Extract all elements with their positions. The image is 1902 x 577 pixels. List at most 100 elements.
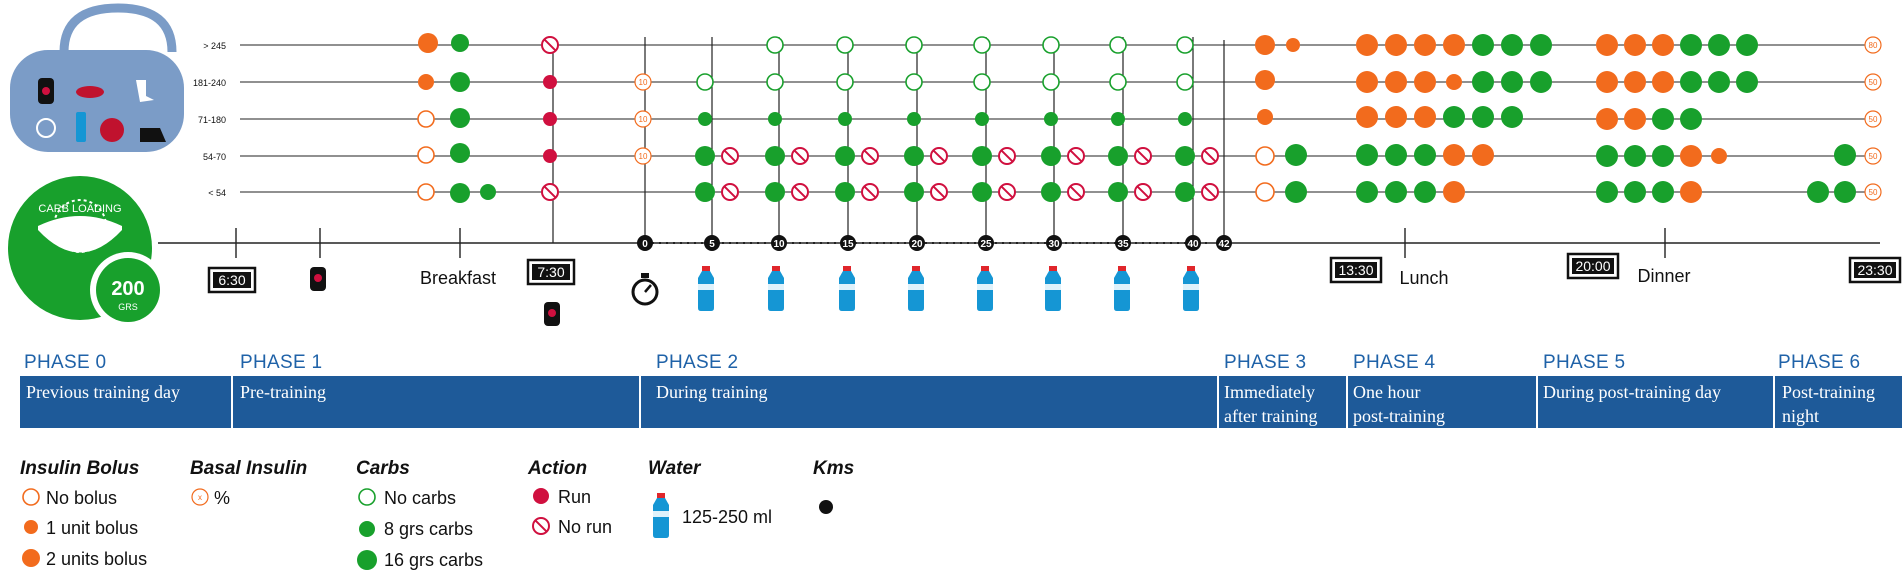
insulin-dot [1414, 71, 1436, 93]
phase-1-bar [233, 376, 639, 428]
bag-icon [10, 50, 184, 152]
carb-dot [1175, 182, 1195, 202]
no-run-icon-slash [1203, 149, 1217, 163]
no-run-icon-slash [1136, 185, 1150, 199]
insulin-dot [1443, 144, 1465, 166]
carb-dot [1108, 146, 1128, 166]
legend-basal-icon-value: x [198, 493, 202, 502]
km-label: 40 [1187, 239, 1199, 250]
carb-dot [1680, 34, 1702, 56]
carb-dot [451, 34, 469, 52]
socks-icon [136, 80, 154, 102]
insulin-dot [1711, 148, 1727, 164]
bag-bottle-icon [76, 112, 86, 142]
no-run-icon-slash [723, 149, 737, 163]
legend-water-bottle-icon [653, 498, 669, 538]
basal-icon-value: 80 [1869, 41, 1878, 50]
basal-icon [1864, 73, 1882, 91]
water-bottle-icon-cap [912, 266, 920, 271]
no-run-icon-slash [1203, 185, 1217, 199]
legend-kms-icon [819, 500, 833, 514]
carb-dot [1834, 144, 1856, 166]
carb-dot [450, 108, 470, 128]
water-bottle-icon-cap [843, 266, 851, 271]
carb-dot [1044, 112, 1058, 126]
no-run-icon-slash [723, 185, 737, 199]
no-run-icon-slash [1069, 149, 1083, 163]
insulin-dot [1385, 71, 1407, 93]
carb-dot [1596, 145, 1618, 167]
insulin-dot [1255, 70, 1275, 90]
carb-dot [1472, 106, 1494, 128]
legend-water-amount: 125-250 ml [682, 507, 773, 527]
insulin-dot [1356, 34, 1378, 56]
legend-no-run: No run [558, 517, 613, 537]
no-run-icon-slash [932, 185, 946, 199]
km-label: 0 [642, 239, 648, 250]
no-run-icon-slash [1000, 185, 1014, 199]
km-marker [978, 235, 994, 251]
carb-dot [972, 182, 992, 202]
water-bottle-icon-label [977, 284, 993, 290]
carb-dot [1385, 181, 1407, 203]
legend-basal-icon [191, 488, 209, 506]
basal-icon-value: 10 [639, 78, 648, 87]
carb-dot [904, 146, 924, 166]
phase-1-title: PHASE 1 [240, 352, 323, 373]
carb-ring [1109, 36, 1127, 54]
insulin-dot [1596, 108, 1618, 130]
meal-lunch: Lunch [1399, 268, 1448, 288]
basal-icon-value: 50 [1869, 115, 1878, 124]
water-bottle-icon-cap [702, 266, 710, 271]
carb-dot [1652, 108, 1674, 130]
carb-dot [1356, 144, 1378, 166]
carb-dot [1501, 106, 1523, 128]
legend-basal-title: Basal Insulin [190, 458, 308, 479]
carb-amount-unit: GRS [118, 302, 138, 312]
apple-icon [100, 118, 124, 142]
carb-dot [1178, 112, 1192, 126]
water-bottle-icon-cap [1118, 266, 1126, 271]
time-730-inner [532, 264, 570, 280]
legend-water-bottle-icon-cap [657, 493, 665, 498]
carb-dot [1708, 34, 1730, 56]
km-label: 25 [980, 239, 992, 250]
km-marker [840, 235, 856, 251]
carb-dot [1652, 145, 1674, 167]
legend-insulin-title: Insulin Bolus [20, 458, 140, 479]
carb-dot [1530, 34, 1552, 56]
insulin-ring [1255, 146, 1275, 166]
bowl-rice [53, 199, 107, 253]
legend-water-title: Water [648, 458, 701, 479]
run-dot [543, 75, 557, 89]
time-1330: 13:30 [1338, 262, 1373, 278]
glucose-meter-icon-drop [548, 309, 556, 317]
basal-icon-value: 50 [1869, 152, 1878, 161]
carb-dot [1472, 71, 1494, 93]
insulin-dot [1680, 145, 1702, 167]
carb-ring [836, 73, 854, 91]
insulin-dot [1443, 34, 1465, 56]
no-run-icon-slash [793, 185, 807, 199]
level-label: < 54 [208, 188, 226, 198]
water-bottle-icon [1114, 271, 1130, 311]
carb-dot [1624, 145, 1646, 167]
carb-dot [1624, 181, 1646, 203]
no-run-icon-slash [863, 185, 877, 199]
km-label: 42 [1218, 239, 1230, 250]
carb-dot [1807, 181, 1829, 203]
legend-2-units-icon [22, 549, 40, 567]
carb-dot [835, 146, 855, 166]
water-bottle-icon-label [839, 284, 855, 290]
meal-breakfast: Breakfast [420, 268, 496, 288]
insulin-dot [1680, 181, 1702, 203]
carb-dot [1708, 71, 1730, 93]
bag-handle [59, 3, 177, 53]
basal-icon [634, 110, 652, 128]
km-marker [909, 235, 925, 251]
time-2330-inner [1854, 262, 1896, 278]
insulin-dot [1414, 106, 1436, 128]
carb-dot [765, 182, 785, 202]
carb-dot [1108, 182, 1128, 202]
water-bottle-icon-label [908, 284, 924, 290]
